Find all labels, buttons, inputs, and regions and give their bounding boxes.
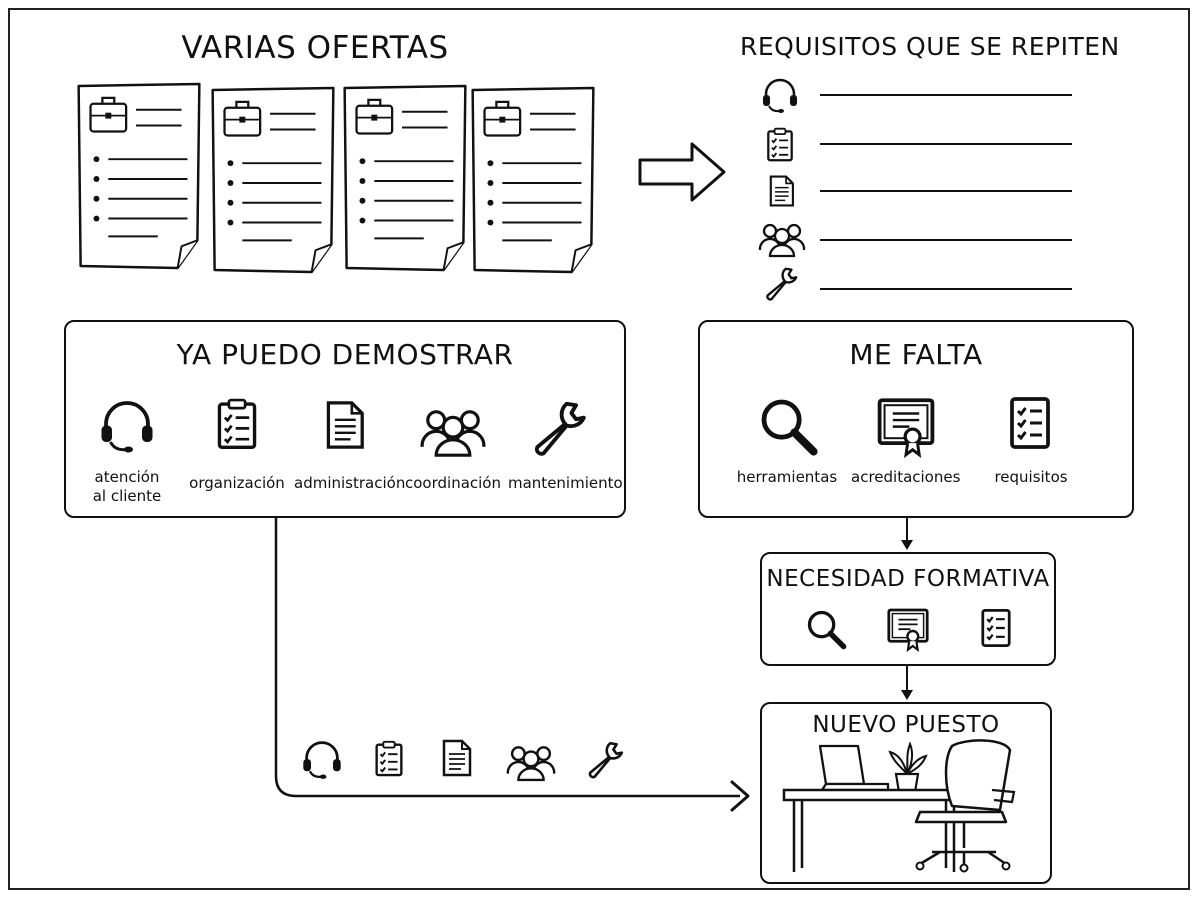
job-offer-sheet-2 [206,86,340,274]
can-show-box [64,320,626,518]
headset-icon [760,74,800,114]
magnifier-icon [804,607,848,651]
can-show-label-customer-service: atención al cliente [92,468,162,505]
job-offer-sheet-1 [72,82,206,270]
requirement-line [820,94,1072,96]
headset-icon [95,394,159,454]
can-show-label-organization: organización [189,474,285,492]
diagram-frame [8,8,1190,890]
clipboard-icon [210,390,264,456]
clipboard-icon [370,734,408,782]
wrench-icon [762,264,800,302]
checklist-icon [1000,392,1060,454]
missing-label-requirements: requisitos [994,468,1068,486]
wrench-icon [528,396,590,458]
document-icon [318,394,370,456]
headset-icon [300,736,344,780]
requirement-line [820,190,1072,192]
requirement-line [820,143,1072,145]
down-arrow-icon [901,666,913,700]
can-show-label-maintenance: mantenimiento [508,474,623,492]
job-offer-sheet-3 [338,84,472,272]
can-show-label-coordination: coordinación [405,474,501,492]
team-icon [414,402,492,458]
magnifier-icon [756,394,820,458]
requirement-line [820,288,1072,290]
team-icon [502,740,560,782]
down-arrow-icon [901,518,913,550]
can-show-title: YA PUEDO DEMOSTRAR [176,338,514,371]
document-icon [764,172,798,210]
missing-title: ME FALTA [849,338,983,371]
offers-title: VARIAS OFERTAS [181,30,449,66]
desk-workstation-illustration [780,740,1020,876]
repeated-requirements-title: REQUISITOS QUE SE REPITEN [740,32,1120,61]
job-offer-sheet-4 [466,86,600,274]
training-need-title: NECESIDAD FORMATIVA [766,566,1050,592]
checklist-icon [974,606,1018,650]
requirement-line [820,239,1072,241]
missing-label-accreditations: acreditaciones [851,468,961,486]
path-arrow [270,518,760,818]
document-icon [436,736,476,780]
certificate-icon [872,392,940,458]
new-job-title: NUEVO PUESTO [812,712,1000,738]
missing-label-tools: herramientas [736,468,838,486]
team-icon [758,218,806,258]
clipboard-icon [762,124,798,164]
certificate-icon [884,604,932,652]
can-show-label-administration: administración [294,474,406,492]
wrench-icon [584,738,626,780]
right-arrow-icon [636,140,728,204]
